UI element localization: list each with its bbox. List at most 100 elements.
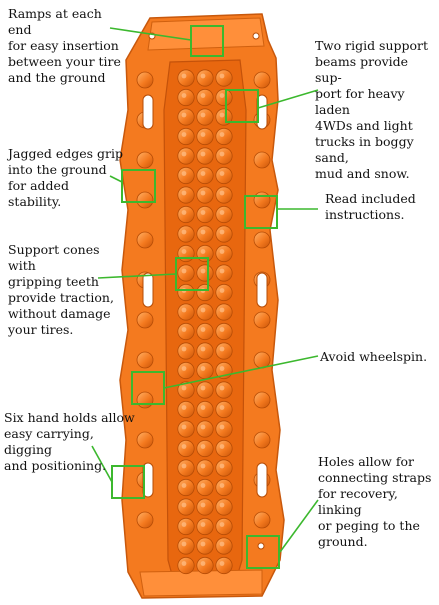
- support-cone: [215, 517, 233, 536]
- leader-line: [163, 355, 319, 389]
- support-cone: [196, 556, 214, 575]
- side-cone: [253, 391, 271, 409]
- annotation-ramps: Ramps at each end for easy insertion bet…: [8, 6, 121, 85]
- box-ramps: [190, 25, 224, 57]
- side-cone: [253, 351, 271, 369]
- support-cone: [196, 303, 214, 321]
- leader-line: [97, 273, 177, 279]
- support-cone: [177, 322, 195, 341]
- support-cone: [196, 537, 214, 555]
- box-jagged: [121, 169, 156, 203]
- support-cone: [177, 166, 195, 185]
- support-cone: [196, 264, 214, 282]
- annotation-wheelspin: Avoid wheelspin.: [320, 349, 428, 364]
- support-cone: [215, 537, 233, 555]
- support-cone: [196, 361, 214, 380]
- support-cone: [177, 186, 195, 204]
- support-cone: [177, 420, 195, 438]
- support-cone: [215, 459, 233, 477]
- bottom-ramp: [139, 569, 263, 597]
- side-cone: [253, 151, 271, 169]
- side-cone: [136, 431, 154, 449]
- support-cone: [196, 205, 214, 224]
- support-cone: [177, 244, 195, 263]
- annotation-jagged: Jagged edges grip into the ground for ad…: [8, 146, 124, 209]
- side-cone: [253, 311, 271, 329]
- support-cone: [177, 361, 195, 380]
- support-cone: [196, 420, 214, 438]
- side-cone: [136, 511, 154, 529]
- support-cone: [177, 108, 195, 126]
- support-cone: [215, 147, 233, 165]
- side-cone: [136, 191, 154, 209]
- support-cone: [177, 147, 195, 165]
- support-cone: [196, 322, 214, 341]
- support-cone: [215, 322, 233, 341]
- support-cone: [196, 498, 214, 516]
- side-cone: [253, 231, 271, 249]
- support-cone: [177, 537, 195, 555]
- support-cone: [215, 303, 233, 321]
- support-cone: [215, 342, 233, 360]
- support-cone: [215, 498, 233, 516]
- support-cone: [215, 439, 233, 458]
- support-cone: [177, 342, 195, 360]
- support-cone: [215, 400, 233, 419]
- support-cone: [196, 244, 214, 263]
- support-cone: [196, 459, 214, 477]
- support-cone: [215, 381, 233, 399]
- box-instructions: [244, 195, 278, 229]
- support-cone: [177, 478, 195, 497]
- support-cone: [177, 303, 195, 321]
- support-cone: [215, 69, 233, 87]
- support-cone: [215, 556, 233, 575]
- support-cone: [196, 478, 214, 497]
- support-cone: [196, 127, 214, 146]
- peg-hole: [252, 32, 260, 40]
- hand-hold-slot: [142, 272, 154, 308]
- hand-holds: [142, 32, 268, 550]
- support-cone: [215, 420, 233, 438]
- leader-line: [257, 89, 319, 109]
- side-cone: [136, 71, 154, 89]
- callout-leaders: [91, 27, 319, 553]
- support-cone: [215, 264, 233, 282]
- support-cone: [177, 400, 195, 419]
- support-cone: [177, 264, 195, 282]
- hand-hold-slot: [142, 94, 154, 130]
- support-cone: [177, 127, 195, 146]
- side-cone: [253, 191, 271, 209]
- support-cone: [196, 108, 214, 126]
- side-cone: [253, 511, 271, 529]
- support-cone: [215, 244, 233, 263]
- support-cone: [196, 69, 214, 87]
- support-cone: [196, 88, 214, 107]
- support-cone: [215, 283, 233, 302]
- annotation-instructions: Read included instructions.: [325, 191, 416, 222]
- hand-hold-slot: [256, 272, 268, 308]
- side-cone: [253, 71, 271, 89]
- annotation-holes: Holes allow for connecting straps for re…: [318, 454, 432, 549]
- support-cone: [177, 205, 195, 224]
- support-cone: [177, 498, 195, 516]
- support-cone: [196, 381, 214, 399]
- highlight-boxes: [111, 25, 280, 569]
- box-handholds: [111, 465, 145, 499]
- box-beams: [225, 89, 259, 123]
- support-cone: [196, 283, 214, 302]
- support-cone: [196, 186, 214, 204]
- top-ramp: [147, 17, 265, 51]
- support-cone: [196, 439, 214, 458]
- support-cone: [177, 69, 195, 87]
- support-cone: [215, 186, 233, 204]
- side-cone: [136, 231, 154, 249]
- support-cone: [215, 478, 233, 497]
- box-cones: [175, 257, 209, 291]
- box-holes: [246, 535, 280, 569]
- support-cone: [196, 400, 214, 419]
- support-cone: [196, 342, 214, 360]
- side-cone: [253, 431, 271, 449]
- support-cone: [177, 459, 195, 477]
- leader-line: [109, 27, 192, 41]
